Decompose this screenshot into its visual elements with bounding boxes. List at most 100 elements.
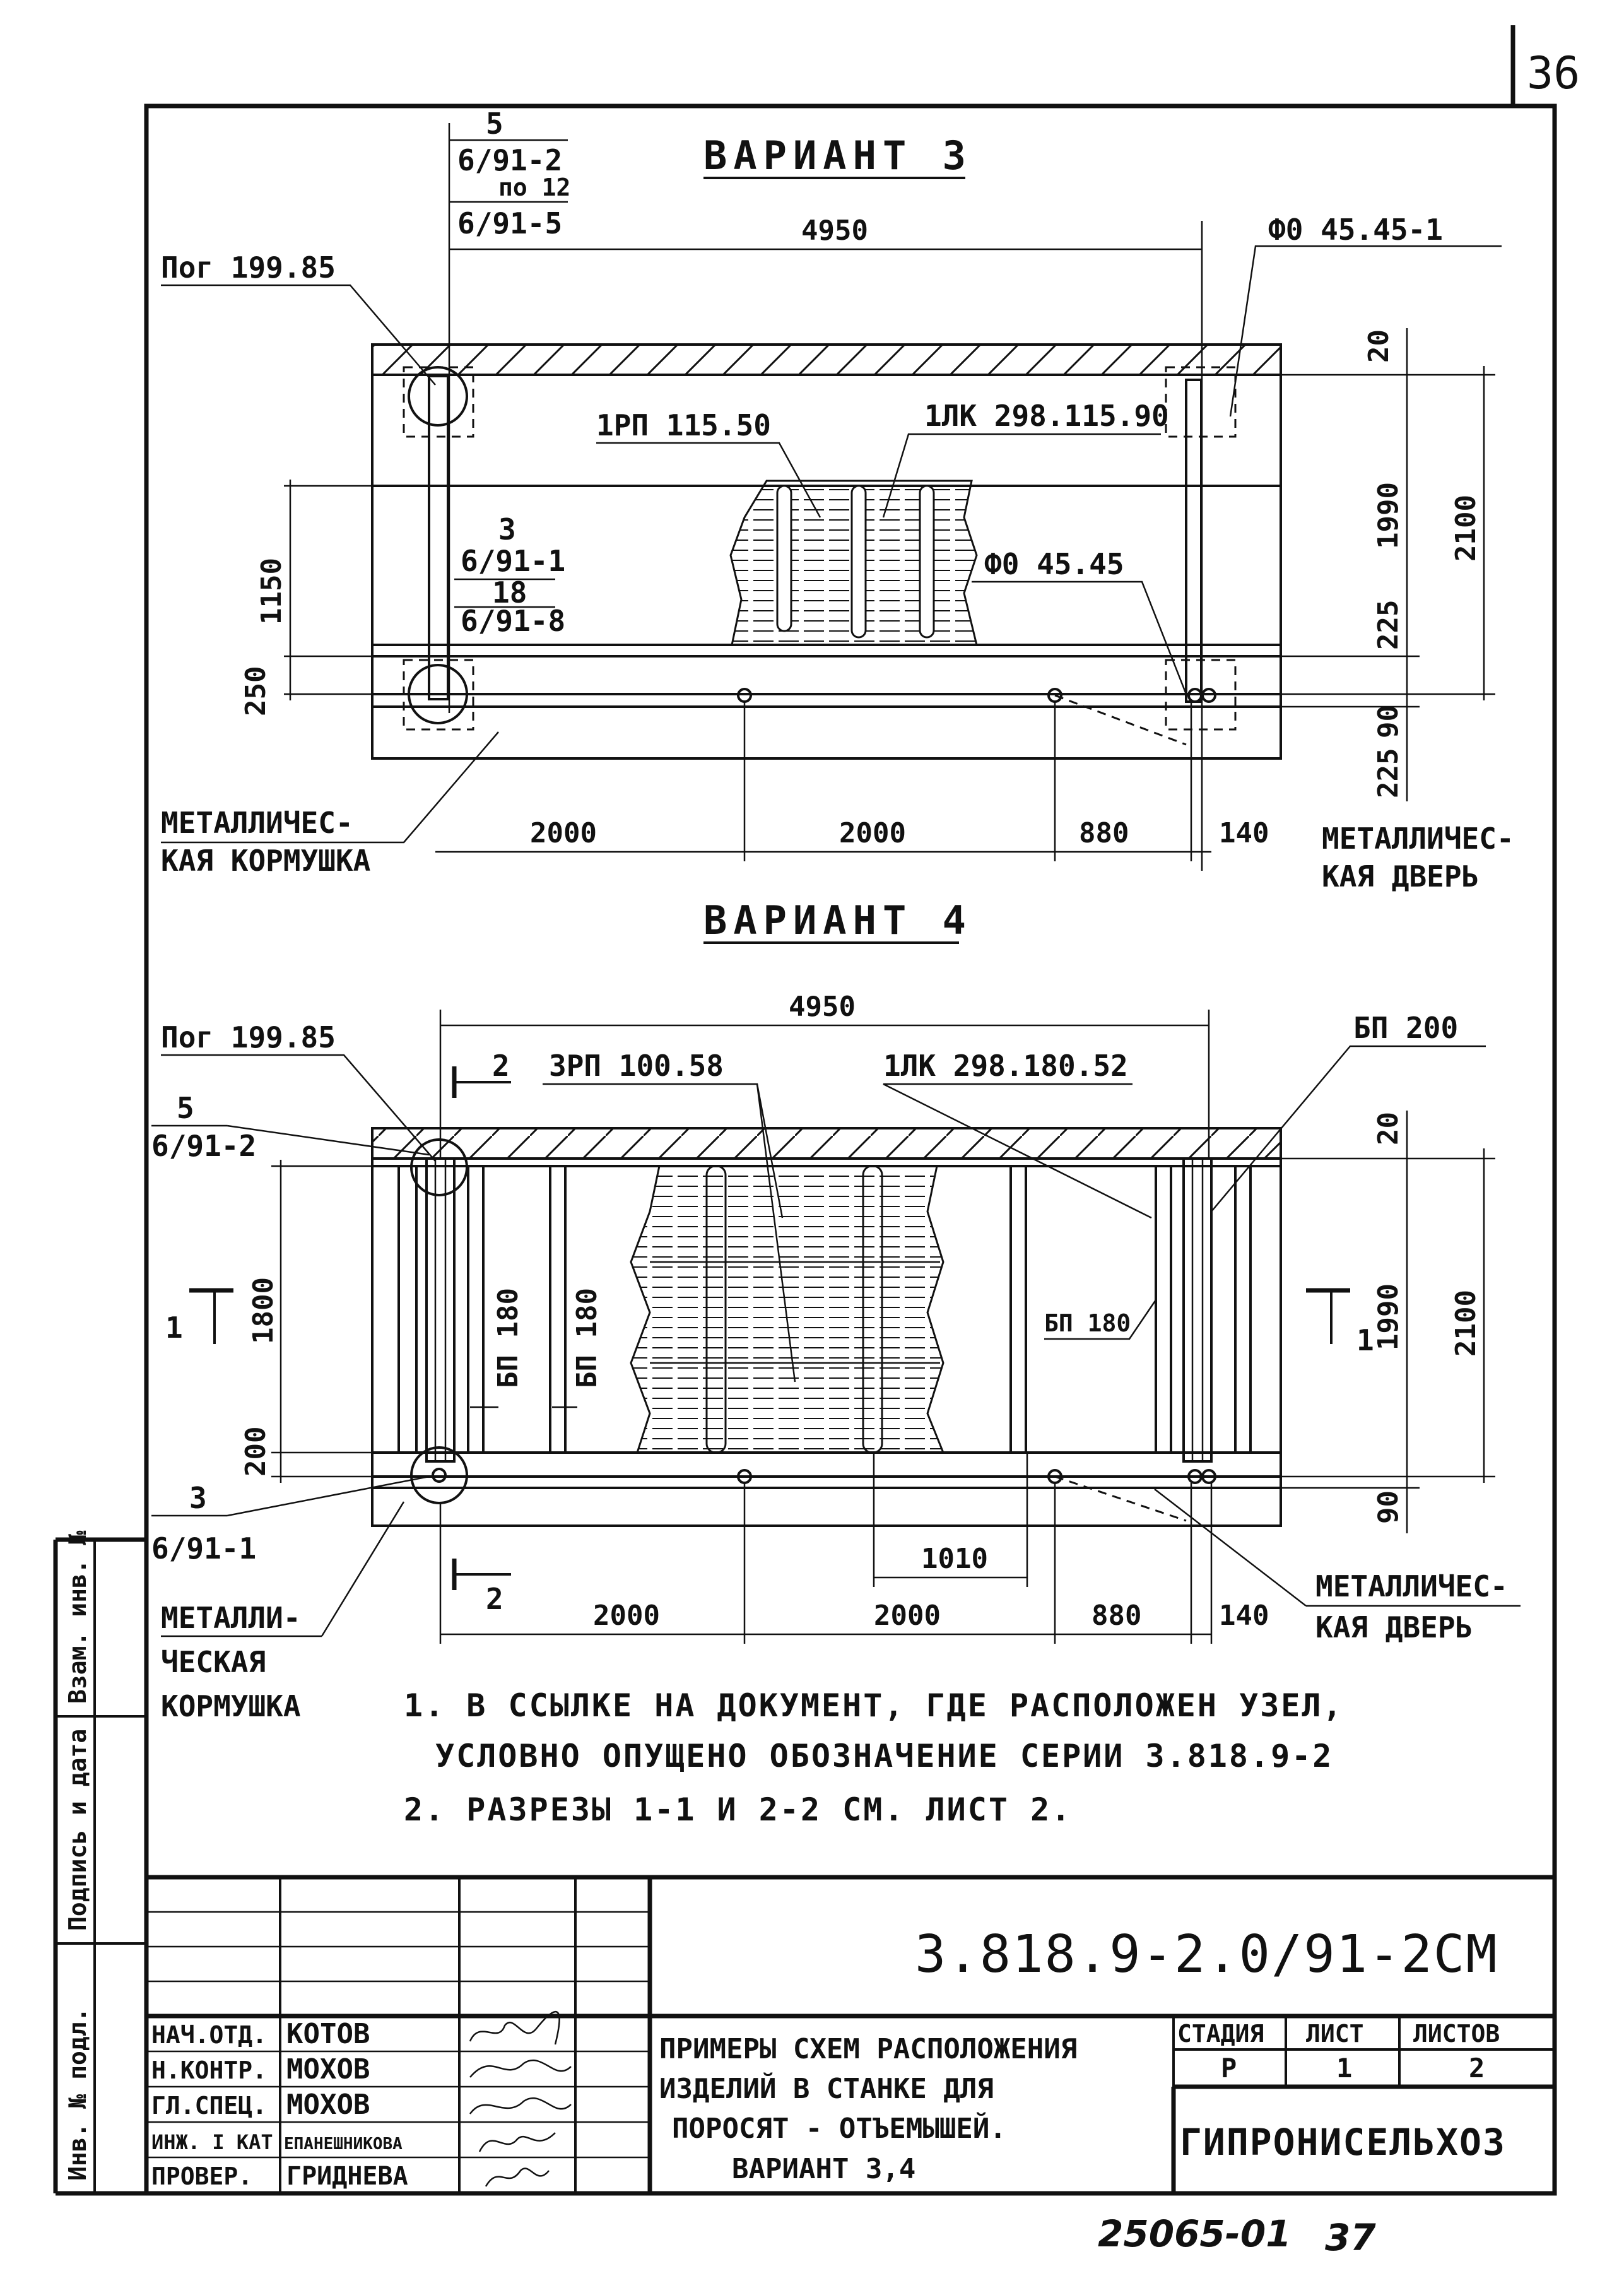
v4-feeder-label-b: ЧЕСКАЯ — [161, 1645, 266, 1679]
v4-dim-2000a: 2000 — [593, 1600, 660, 1632]
title-block: 3.818.9-2.0/91-2СМ НАЧ.ОТД. Н.КОНТР. ГЛ.… — [146, 1875, 1555, 2193]
stage-value: Р — [1221, 2053, 1237, 2084]
v4-rp-label: 3РП 100.58 — [549, 1049, 724, 1083]
v3-door-label-b: КАЯ ДВЕРЬ — [1322, 859, 1479, 893]
sheets-value: 2 — [1469, 2053, 1485, 2084]
v4-door-label-b: КАЯ ДВЕРЬ — [1315, 1610, 1473, 1644]
name-4: ГРИДНЕВА — [286, 2162, 408, 2191]
desc-line-3: ВАРИАНТ 3,4 — [732, 2153, 915, 2185]
desc-line-0: ПРИМЕРЫ СХЕМ РАСПОЛОЖЕНИЯ — [659, 2033, 1077, 2065]
v4-ref3-num: 3 — [189, 1481, 207, 1515]
role-4: ПРОВЕР. — [151, 2162, 252, 2190]
v4-dim-1010: 1010 — [921, 1543, 988, 1575]
v4-bp180a-label: БП 180 — [492, 1288, 524, 1388]
notes: 1. В ССЫЛКЕ НА ДОКУМЕНТ, ГДЕ РАСПОЛОЖЕН … — [404, 1687, 1344, 1828]
v3-dim-2000a: 2000 — [530, 817, 597, 849]
v4-section-2-bottom: 2 — [486, 1582, 503, 1616]
v4-wall-hatch — [371, 1127, 1282, 1160]
v3-dim-225b: 225 — [1372, 748, 1404, 798]
document-code: 3.818.9-2.0/91-2СМ — [915, 1925, 1498, 1984]
v3-ref-po12: по 12 — [498, 174, 570, 201]
v3-lk-label: 1ЛК 298.115.90 — [924, 399, 1169, 433]
variant-3-title: ВАРИАНТ 3 — [703, 133, 972, 179]
role-3: ИНЖ. I КАТ — [151, 2130, 273, 2154]
desc-line-2: ПОРОСЯТ - ОТЪЕМЫШЕЙ. — [672, 2111, 1006, 2145]
v3-mid-ref-a: 6/91-1 — [461, 544, 565, 578]
page-number: 37 — [1325, 2216, 1376, 2259]
stamp-vzam-inv: Взам. инв. № — [64, 1530, 91, 1704]
v4-door-label-a: МЕТАЛЛИЧЕС- — [1315, 1569, 1508, 1603]
v3-mid-ref-c: 6/91-8 — [461, 604, 565, 638]
v4-dim-880: 880 — [1091, 1600, 1141, 1632]
sheet-header: ЛИСТ — [1306, 2020, 1364, 2048]
v3-dim-1150: 1150 — [256, 558, 288, 625]
variant-4-title: ВАРИАНТ 4 — [703, 897, 972, 943]
variant-4: ВАРИАНТ 4 2 — [151, 897, 1521, 1723]
v4-dim-4950: 4950 — [789, 991, 856, 1023]
v3-dim-2100: 2100 — [1450, 495, 1482, 562]
v3-rp-label: 1РП 115.50 — [596, 408, 771, 442]
v3-dim-4950: 4950 — [801, 215, 868, 247]
v4-section-2-top: 2 — [492, 1049, 510, 1083]
name-3: ЕПАНЕШНИКОВА — [284, 2135, 403, 2154]
desc-line-1: ИЗДЕЛИЙ В СТАНКЕ ДЛЯ — [659, 2072, 994, 2105]
v3-dim-250: 250 — [240, 666, 272, 716]
role-1: Н.КОНТР. — [151, 2056, 267, 2084]
signatures — [469, 2010, 572, 2187]
v4-dim-1800: 1800 — [247, 1277, 279, 1344]
v3-dim-2000b: 2000 — [839, 817, 906, 849]
variant-3: ВАРИАНТ 3 4950 — [161, 107, 1514, 893]
note-2: 2. РАЗРЕЗЫ 1-1 И 2-2 СМ. ЛИСТ 2. — [404, 1791, 1072, 1828]
name-1: МОХОВ — [286, 2053, 370, 2085]
v3-dim-90: 90 — [1372, 705, 1404, 738]
v4-dim-140: 140 — [1219, 1600, 1269, 1632]
v3-ref-6-91-2: 6/91-2 — [457, 143, 562, 177]
v4-dim-2000b: 2000 — [874, 1600, 941, 1632]
v4-pog-label: Пог 199.85 — [161, 1020, 336, 1054]
sheets-header: ЛИСТОВ — [1413, 2020, 1500, 2048]
v3-ref-num-5: 5 — [486, 107, 503, 141]
v4-bp180c-label: БП 180 — [1044, 1309, 1131, 1337]
v3-door-label-a: МЕТАЛЛИЧЕС- — [1322, 822, 1514, 856]
v4-dim-90: 90 — [1372, 1490, 1404, 1524]
v4-section-1-right: 1 — [1356, 1323, 1374, 1357]
sheet-frame: 36 — [144, 25, 1580, 2196]
v4-dim-1990: 1990 — [1372, 1283, 1404, 1350]
v3-fo-top-label: Ф0 45.45-1 — [1268, 213, 1443, 247]
v3-feeder-label-a: МЕТАЛЛИЧЕС- — [161, 806, 353, 840]
v3-mid-ref-b: 18 — [492, 575, 527, 610]
v4-dim-2100: 2100 — [1450, 1290, 1482, 1357]
v4-dim-20: 20 — [1372, 1112, 1404, 1145]
v4-bp200-label: БП 200 — [1353, 1011, 1458, 1045]
v3-dim-1990: 1990 — [1372, 482, 1404, 549]
v3-fo-mid-label: Ф0 45.45 — [984, 547, 1124, 581]
stage-header: СТАДИЯ — [1177, 2020, 1264, 2048]
organization-name: ГИПРОНИСЕЛЬХОЗ — [1180, 2121, 1506, 2164]
note-1b: УСЛОВНО ОПУЩЕНО ОБОЗНАЧЕНИЕ СЕРИИ 3.818.… — [435, 1738, 1333, 1774]
v3-dim-880: 880 — [1079, 817, 1129, 849]
v3-ref-6-91-5: 6/91-5 — [457, 206, 562, 240]
v4-dim-200: 200 — [240, 1427, 272, 1477]
v4-feeder-label-a: МЕТАЛЛИ- — [161, 1601, 301, 1635]
v4-pen-outline — [371, 1127, 1282, 1527]
v3-dim-140: 140 — [1219, 817, 1269, 849]
v3-wall-hatch — [371, 343, 1282, 376]
sheet-number: 36 — [1527, 47, 1580, 99]
v3-pen-outline — [371, 343, 1282, 760]
sheet-value: 1 — [1336, 2053, 1352, 2084]
v4-lk-label: 1ЛК 298.180.52 — [883, 1049, 1128, 1083]
v4-ref5-label: 6/91-2 — [151, 1129, 256, 1163]
v4-section-1-left: 1 — [165, 1311, 183, 1345]
v3-mid-ref-num: 3 — [498, 512, 516, 546]
archive-number: 25065-01 — [1098, 2212, 1292, 2255]
v4-feeder-label-c: КОРМУШКА — [161, 1689, 301, 1723]
stamp-inv-podl: Инв. № подл. — [64, 2007, 91, 2181]
v4-ref3-label: 6/91-1 — [151, 1531, 256, 1566]
v3-feeder-label-b: КАЯ КОРМУШКА — [161, 844, 370, 878]
note-1a: 1. В ССЫЛКЕ НА ДОКУМЕНТ, ГДЕ РАСПОЛОЖЕН … — [404, 1687, 1344, 1724]
v4-bp180b-label: БП 180 — [571, 1288, 603, 1388]
role-0: НАЧ.ОТД. — [151, 2021, 267, 2049]
v3-dim-20: 20 — [1363, 329, 1395, 363]
v4-ref5-num: 5 — [177, 1091, 194, 1125]
